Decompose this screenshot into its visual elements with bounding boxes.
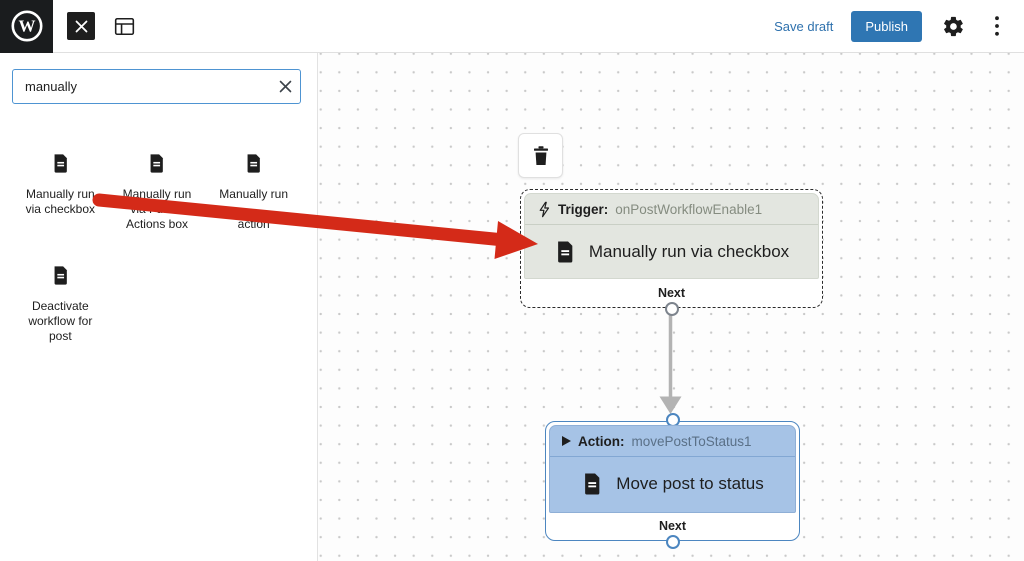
save-draft-button[interactable]: Save draft xyxy=(774,18,834,34)
delete-node-button[interactable] xyxy=(518,133,563,178)
block-item-label: workflow for xyxy=(28,314,93,328)
block-item-label: via checkbox xyxy=(25,202,96,216)
trigger-id: onPostWorkflowEnable1 xyxy=(615,201,763,217)
action-output-port[interactable] xyxy=(665,535,680,549)
play-triangle-icon xyxy=(562,436,571,446)
document-icon xyxy=(247,154,260,173)
close-editor-button[interactable] xyxy=(67,12,95,40)
action-node-header: Action: movePostToStatus1 xyxy=(550,426,795,457)
gear-icon xyxy=(943,16,963,36)
action-title: Move post to status xyxy=(616,474,764,493)
toolbar-right-group: Save draft Publish xyxy=(774,10,1024,42)
clear-x-icon xyxy=(279,80,291,93)
block-item-label: Manually run xyxy=(122,187,192,201)
block-item-manually-run-via-checkbox[interactable]: Manually run via checkbox xyxy=(12,153,109,232)
block-item-label: Deactivate xyxy=(31,299,89,313)
trigger-next-slot: Next xyxy=(521,279,822,307)
document-icon xyxy=(151,154,164,173)
block-item-label: Manually run xyxy=(219,187,288,201)
trigger-node[interactable]: Trigger: onPostWorkflowEnable1 Manually … xyxy=(520,189,823,316)
layout-icon xyxy=(114,17,134,35)
lightning-bolt-icon xyxy=(539,201,550,217)
block-item-manually-run-action[interactable]: Manually run action xyxy=(205,153,302,232)
wordpress-logo[interactable]: W xyxy=(0,0,53,53)
action-node[interactable]: Action: movePostToStatus1 Move post to s… xyxy=(545,413,800,549)
block-item-deactivate-workflow-for-post[interactable]: Deactivate workflow for post xyxy=(12,265,109,344)
trigger-output-port[interactable] xyxy=(664,302,679,316)
trigger-type-label: Trigger: xyxy=(558,201,609,217)
action-node-body: Move post to status xyxy=(550,457,795,511)
block-item-label: Manually run xyxy=(25,187,95,201)
clear-search-button[interactable] xyxy=(270,72,300,102)
block-item-label: action xyxy=(237,217,270,231)
block-results-grid: Manually run via checkbox Manually run v… xyxy=(12,153,302,344)
block-item-manually-run-via-future-actions-box[interactable]: Manually run via Future Actions box xyxy=(109,153,206,232)
wordpress-logo-icon: W xyxy=(11,10,42,42)
close-icon xyxy=(75,20,87,32)
action-type-label: Action: xyxy=(578,433,625,449)
search-input[interactable] xyxy=(13,79,270,94)
trigger-node-body: Manually run via checkbox xyxy=(525,225,818,278)
document-icon xyxy=(557,241,573,263)
next-label: Next xyxy=(657,286,686,300)
options-menu-button[interactable] xyxy=(984,13,1010,39)
action-next-slot: Next xyxy=(546,512,799,540)
top-toolbar: W Save draft Publish xyxy=(0,0,1024,53)
block-item-label: Actions box xyxy=(125,217,189,231)
workflow-canvas[interactable]: Trigger: onPostWorkflowEnable1 Manually … xyxy=(318,53,1024,561)
ellipsis-vertical-icon xyxy=(995,16,999,36)
action-id: movePostToStatus1 xyxy=(631,433,752,449)
block-inserter-sidebar: Manually run via checkbox Manually run v… xyxy=(0,53,318,561)
trigger-node-panel: Trigger: onPostWorkflowEnable1 Manually … xyxy=(524,193,819,279)
trigger-title: Manually run via checkbox xyxy=(588,242,790,261)
document-overview-button[interactable] xyxy=(112,14,136,38)
next-label: Next xyxy=(658,519,687,533)
trash-icon xyxy=(533,145,548,165)
document-icon xyxy=(54,266,67,285)
block-item-label: via Future xyxy=(130,202,184,216)
block-item-label: post xyxy=(48,329,72,343)
document-icon xyxy=(54,154,67,173)
action-node-panel: Action: movePostToStatus1 Move post to s… xyxy=(549,425,796,513)
settings-button[interactable] xyxy=(940,13,966,39)
publish-button[interactable]: Publish xyxy=(851,10,922,42)
trigger-node-header: Trigger: onPostWorkflowEnable1 xyxy=(525,194,818,225)
document-icon xyxy=(585,473,600,495)
search-box xyxy=(12,69,301,104)
svg-text:W: W xyxy=(18,17,35,36)
